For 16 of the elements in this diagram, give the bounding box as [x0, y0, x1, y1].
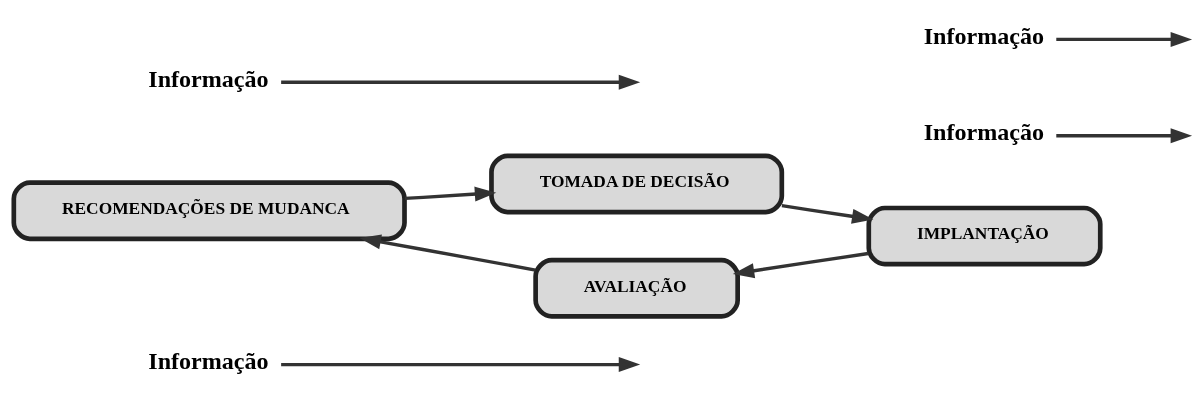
arrow	[281, 74, 641, 90]
arrow	[781, 203, 874, 224]
node-text: Informação	[148, 65, 269, 92]
arrow	[359, 233, 536, 272]
node-text: Informação	[148, 347, 269, 374]
arrow	[1056, 127, 1193, 143]
arrow	[404, 186, 497, 202]
node-box: IMPLANTAÇÃO	[866, 205, 1103, 267]
node-box: TOMADA DE DECISÃO	[489, 153, 785, 214]
arrow	[281, 356, 641, 372]
arrow	[732, 251, 869, 278]
node-box: RECOMENDAÇÕES DE MUDANCA	[11, 179, 407, 241]
arrow	[1056, 31, 1193, 47]
node-box: AVALIAÇÃO	[533, 257, 740, 319]
node-text: Informação	[923, 118, 1045, 145]
node-text: Informação	[923, 22, 1045, 49]
